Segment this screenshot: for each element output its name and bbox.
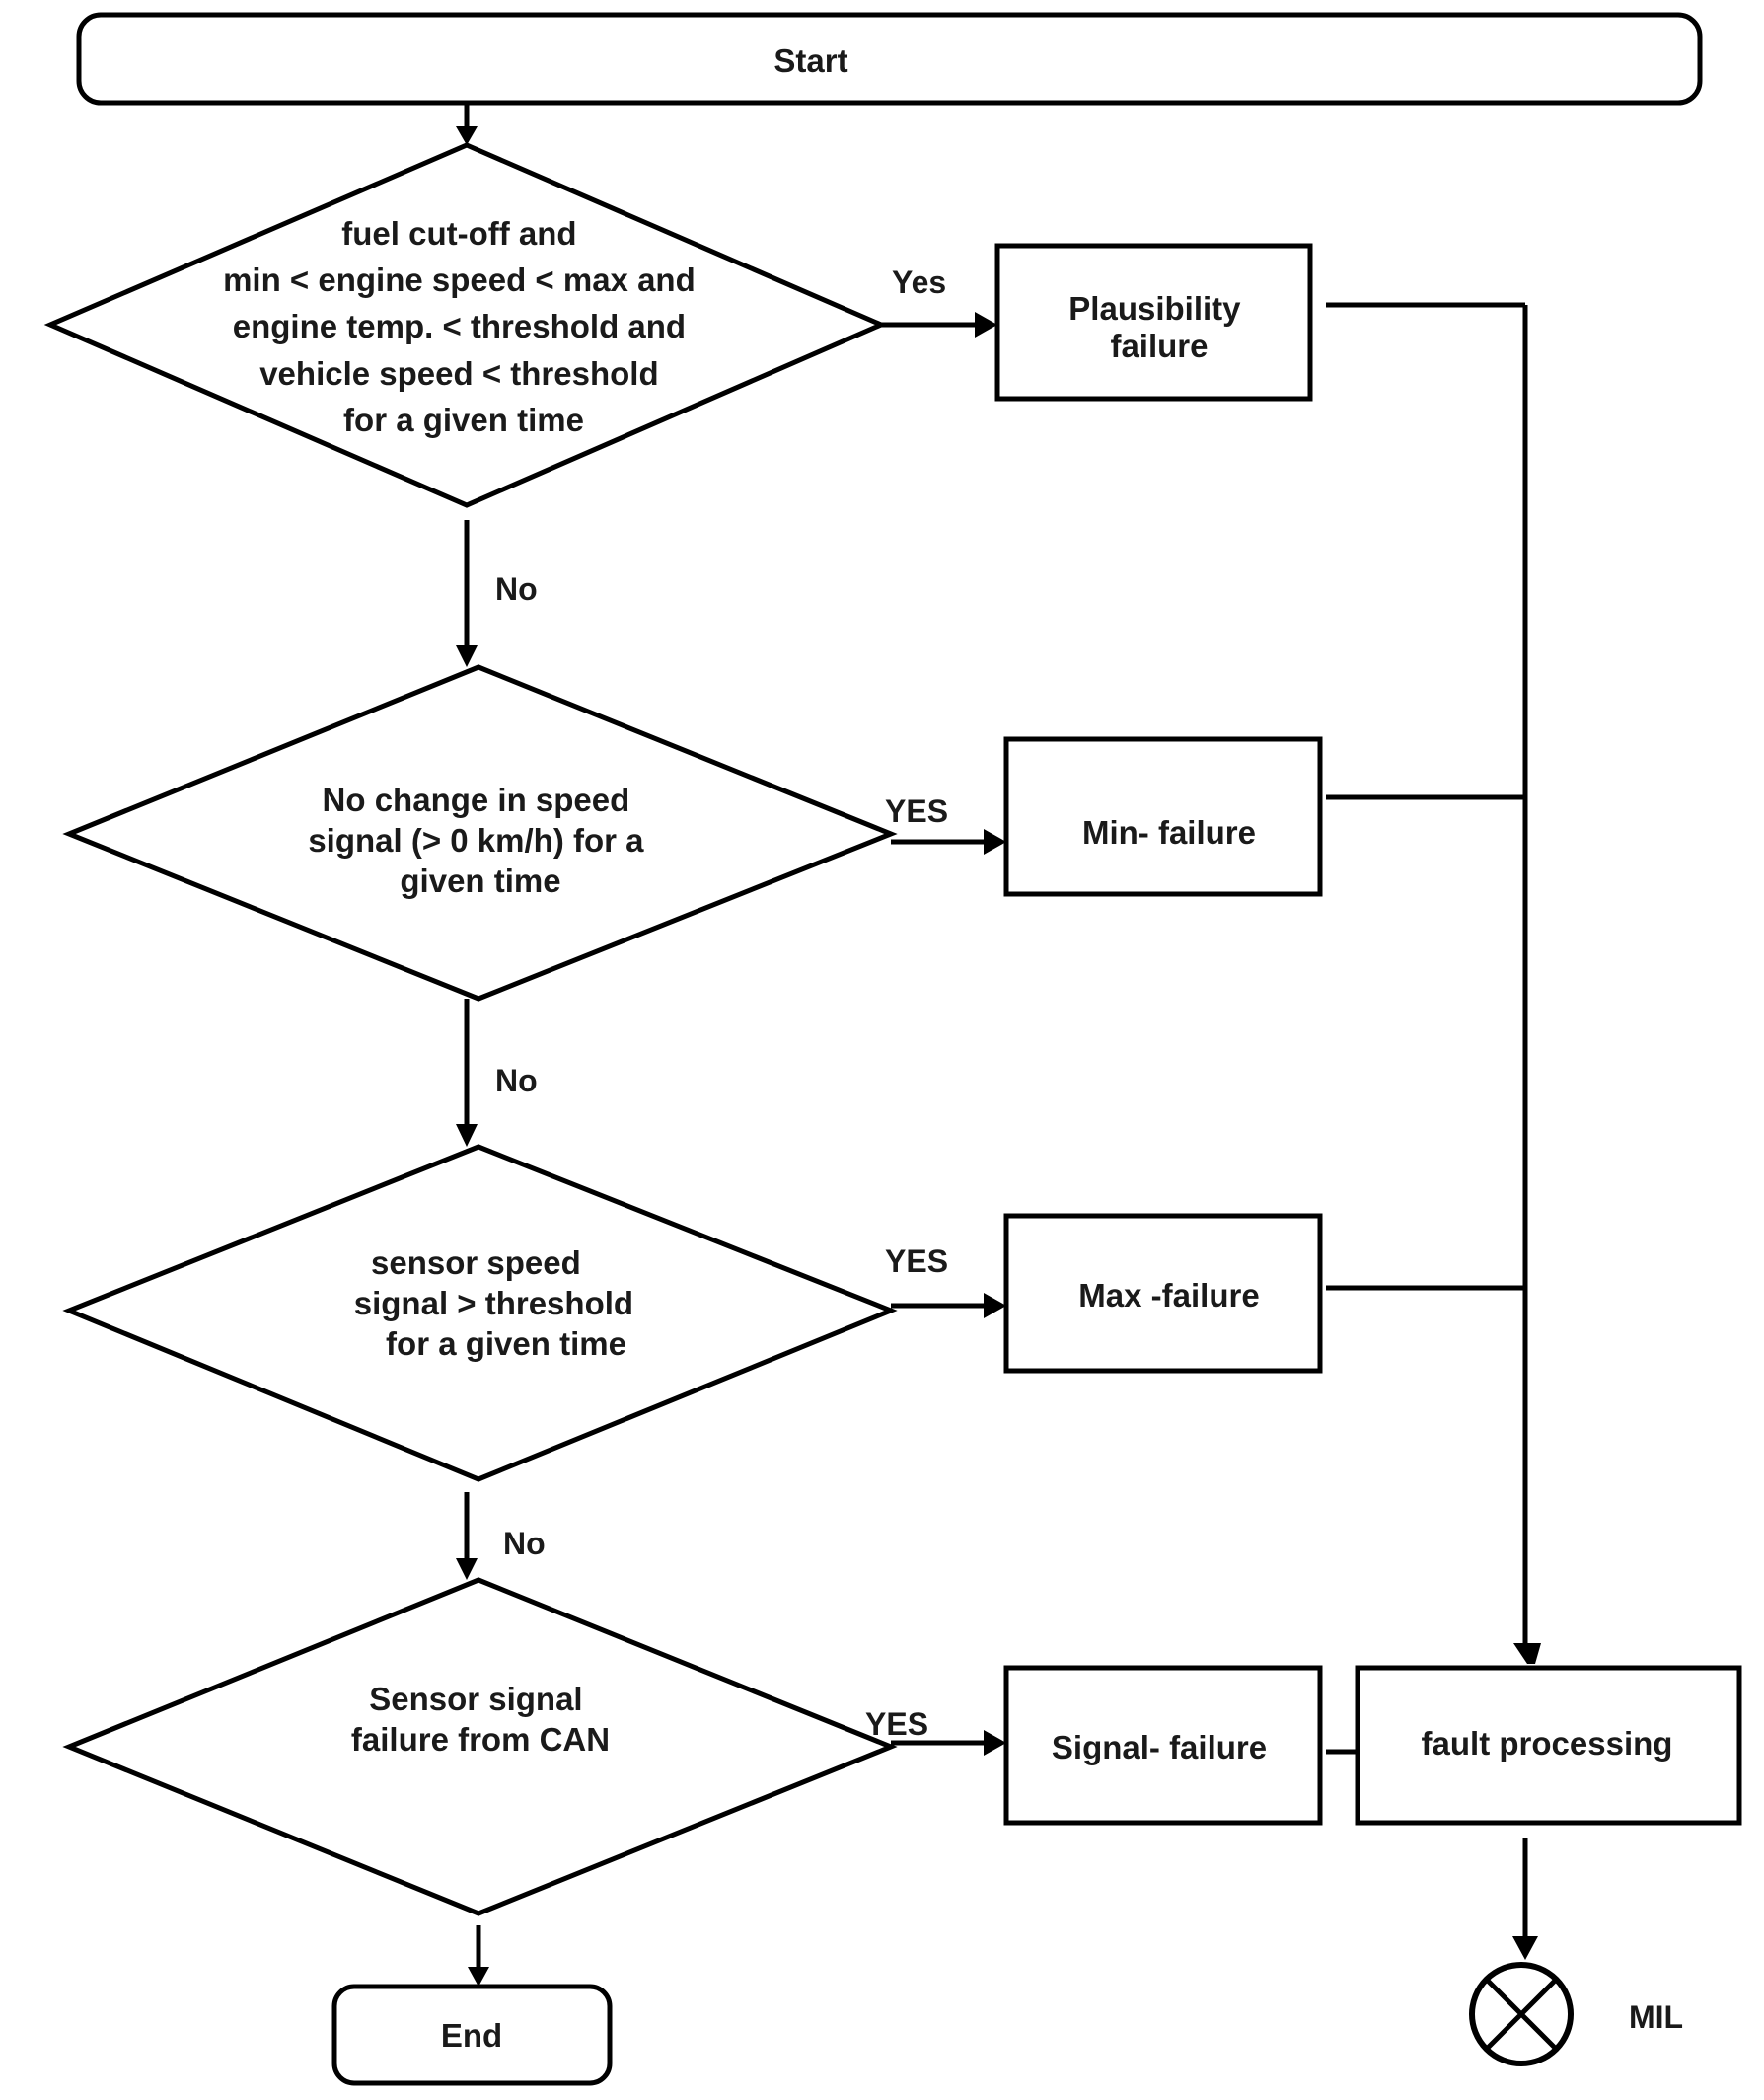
arrowhead-d1-no (456, 645, 478, 667)
arrowhead-start-to-d1 (456, 126, 478, 145)
end-label: End (441, 2017, 502, 2054)
min-failure-box (1003, 736, 1323, 897)
signal-failure-box (1003, 1665, 1323, 1826)
arrowhead-d3-yes (984, 1293, 1006, 1318)
d3-no-label: No (503, 1526, 546, 1561)
end-terminal (331, 1984, 613, 2086)
fault-processing-box (1355, 1665, 1742, 1826)
arrowhead-to-fault-processing (1513, 1643, 1541, 1664)
arrowhead-to-mil (1512, 1936, 1538, 1960)
start-label: Start (773, 42, 847, 79)
d2-yes-label: YES (885, 793, 948, 829)
decision-no-speed-change (62, 664, 898, 1002)
max-failure-box (1003, 1213, 1323, 1374)
decision-fuel-cutoff-text: fuel cut-off and min < engine speed < ma… (223, 215, 704, 438)
decision-speed-threshold-text: sensor speed signal > threshold for a gi… (354, 1244, 642, 1362)
d3-yes-label: YES (885, 1243, 948, 1279)
decision-speed-threshold (62, 1144, 898, 1482)
arrowhead-d2-yes (984, 829, 1006, 855)
decision-fuel-cutoff (43, 142, 888, 508)
lamp-icon (1469, 1962, 1574, 2066)
decision-can-failure-text: Sensor signal failure from CAN (351, 1681, 610, 1758)
arrowhead-d4-yes (984, 1730, 1006, 1756)
d2-no-label: No (495, 1063, 538, 1098)
d4-yes-label: YES (865, 1706, 928, 1742)
decision-can-failure (62, 1577, 898, 1916)
min-failure-text: Min- failure (1082, 814, 1256, 851)
decision-no-speed-change-text: No change in speed signal (> 0 km/h) for… (308, 782, 652, 899)
fault-processing-text: fault processing (1422, 1725, 1673, 1762)
plausibility-failure-box (994, 243, 1313, 402)
start-terminal (76, 12, 1703, 106)
d1-no-label: No (495, 571, 538, 607)
mil-label: MIL (1629, 1999, 1683, 2035)
d1-yes-label: Yes (892, 264, 946, 300)
max-failure-text: Max -failure (1078, 1277, 1259, 1313)
plausibility-failure-text: Plausibility failure (1068, 290, 1249, 364)
arrowhead-d3-no (456, 1558, 478, 1580)
arrowhead-d4-to-end (468, 1967, 489, 1987)
arrowhead-d1-yes (975, 312, 997, 338)
signal-failure-text: Signal- failure (1052, 1729, 1267, 1765)
arrowhead-d2-no (456, 1124, 478, 1147)
